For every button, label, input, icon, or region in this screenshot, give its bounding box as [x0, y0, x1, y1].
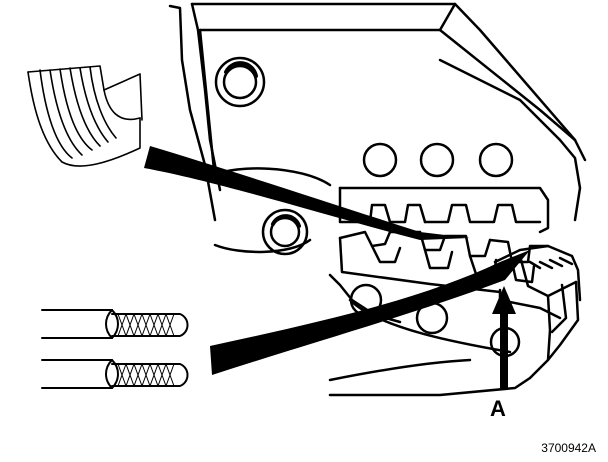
upper-crimp-die — [338, 186, 550, 234]
callout-arrow-icon — [492, 286, 516, 388]
wire-strand-hatching — [117, 313, 175, 387]
leader-band-lower — [210, 250, 530, 375]
die-block-end — [493, 244, 582, 380]
callout-label-a: A — [490, 396, 506, 421]
ribbon-cable-icon — [27, 65, 143, 167]
figure-id: 3700942A — [541, 441, 596, 455]
upper-plate-holes — [362, 142, 514, 178]
stripped-wire-icon — [41, 309, 189, 389]
lower-screw-icon — [261, 208, 309, 256]
upper-screw-icon — [214, 56, 266, 108]
leader-band-upper — [144, 146, 470, 240]
